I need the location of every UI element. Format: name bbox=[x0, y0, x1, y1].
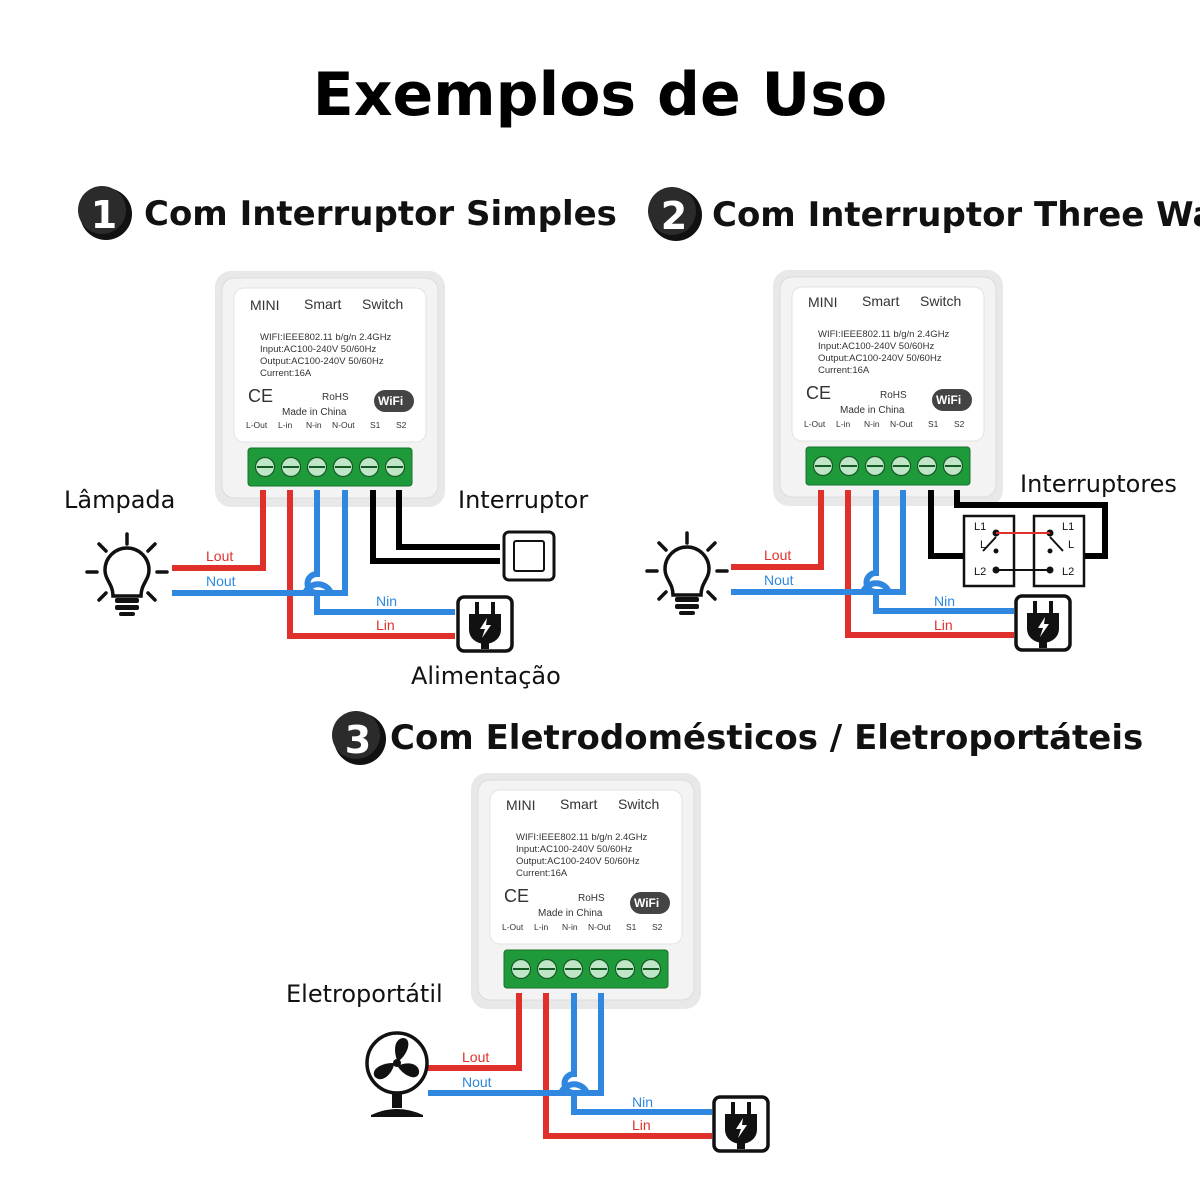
fan-icon bbox=[365, 1031, 429, 1117]
wire-label-nin-2: Nin bbox=[934, 593, 955, 609]
threeway-label-l2-a: L2 bbox=[974, 566, 986, 578]
device-head-mini: MINI bbox=[250, 297, 280, 313]
device-head-mini: MINI bbox=[808, 294, 838, 310]
device-head-smart: Smart bbox=[862, 293, 899, 309]
device-spec-wifi: WIFI:IEEE802.11 b/g/n 2.4GHz bbox=[818, 329, 950, 340]
section-3-badge: 3 bbox=[332, 711, 386, 765]
device-spec-current: Current:16A bbox=[260, 368, 312, 379]
terminal-label-nin: N-in bbox=[306, 420, 322, 430]
threeway-label-l1-a: L1 bbox=[974, 521, 986, 533]
terminal-label-lout: L-Out bbox=[246, 420, 268, 430]
power-plug-icon bbox=[456, 595, 514, 653]
terminal-label-nin: N-in bbox=[864, 419, 880, 429]
smart-switch-device-1: MINI Smart Switch WIFI:IEEE802.11 b/g/n … bbox=[214, 270, 446, 508]
page-title: Exemplos de Uso bbox=[313, 60, 887, 130]
ce-mark: CE bbox=[806, 383, 831, 403]
section-1-badge: 1 bbox=[78, 186, 132, 240]
wiring-2 bbox=[731, 490, 1108, 638]
section-2-title: Com Interruptor Three Way bbox=[712, 195, 1200, 235]
section-1-number: 1 bbox=[91, 193, 117, 237]
device-head-switch: Switch bbox=[362, 296, 403, 312]
threeway-label-l-a: L bbox=[980, 539, 986, 551]
section-3-number: 3 bbox=[345, 718, 371, 762]
power-plug-icon bbox=[1014, 594, 1072, 652]
terminal-label-nin: N-in bbox=[562, 922, 578, 932]
section-2-badge: 2 bbox=[648, 187, 702, 241]
wiring-3 bbox=[428, 993, 712, 1139]
device-head-switch: Switch bbox=[920, 293, 961, 309]
wire-label-lin-2: Lin bbox=[934, 617, 953, 633]
terminal-label-lout: L-Out bbox=[502, 922, 524, 932]
wire-label-lin-1: Lin bbox=[376, 617, 395, 633]
device-spec-current: Current:16A bbox=[818, 365, 870, 376]
threeway-label-l1-b: L1 bbox=[1062, 521, 1074, 533]
power-plug-icon bbox=[712, 1095, 770, 1153]
wall-switch-icon bbox=[502, 530, 556, 582]
terminal-label-s2: S2 bbox=[954, 419, 965, 429]
wire-label-nin-3: Nin bbox=[632, 1094, 653, 1110]
wire-label-lout-1: Lout bbox=[206, 548, 233, 564]
label-lampada: Lâmpada bbox=[64, 486, 175, 514]
wire-label-nin-1: Nin bbox=[376, 593, 397, 609]
wire-label-nout-3: Nout bbox=[462, 1074, 492, 1090]
made-in-china: Made in China bbox=[282, 407, 347, 418]
section-3-title: Com Eletrodomésticos / Eletroportáteis bbox=[390, 718, 1143, 758]
device-spec-output: Output:AC100-240V 50/60Hz bbox=[260, 356, 384, 367]
wifi-logo-icon: WiFi bbox=[634, 896, 659, 910]
device-spec-input: Input:AC100-240V 50/60Hz bbox=[260, 344, 376, 355]
threeway-label-l2-b: L2 bbox=[1062, 566, 1074, 578]
bulb-icon bbox=[85, 532, 169, 618]
device-spec-output: Output:AC100-240V 50/60Hz bbox=[818, 353, 942, 364]
terminal-label-lin: L-in bbox=[534, 922, 548, 932]
terminal-label-s1: S1 bbox=[370, 420, 381, 430]
device-spec-current: Current:16A bbox=[516, 868, 568, 879]
terminal-label-lout: L-Out bbox=[804, 419, 826, 429]
threeway-label-l-b: L bbox=[1068, 539, 1074, 551]
section-1-title: Com Interruptor Simples bbox=[144, 194, 617, 234]
device-spec-input: Input:AC100-240V 50/60Hz bbox=[818, 341, 934, 352]
rohs-mark: RoHS bbox=[880, 390, 907, 401]
device-head-smart: Smart bbox=[304, 296, 341, 312]
ce-mark: CE bbox=[248, 386, 273, 406]
label-interruptores: Interruptores bbox=[1020, 470, 1177, 498]
smart-switch-device-2: MINI Smart Switch WIFI:IEEE802.11 b/g/n … bbox=[772, 269, 1004, 507]
label-eletroportatil: Eletroportátil bbox=[286, 980, 443, 1008]
terminal-label-s1: S1 bbox=[626, 922, 637, 932]
label-alimentacao: Alimentação bbox=[411, 662, 561, 690]
device-head-smart: Smart bbox=[560, 796, 597, 812]
terminal-label-s2: S2 bbox=[652, 922, 663, 932]
bulb-icon bbox=[645, 531, 729, 617]
wiring-1 bbox=[172, 490, 500, 639]
wifi-logo-icon: WiFi bbox=[378, 394, 403, 408]
device-spec-output: Output:AC100-240V 50/60Hz bbox=[516, 856, 640, 867]
wire-label-lin-3: Lin bbox=[632, 1117, 651, 1133]
wire-label-lout-2: Lout bbox=[764, 547, 791, 563]
terminal-label-nout: N-Out bbox=[332, 420, 355, 430]
wire-label-lout-3: Lout bbox=[462, 1049, 489, 1065]
device-spec-wifi: WIFI:IEEE802.11 b/g/n 2.4GHz bbox=[516, 832, 648, 843]
rohs-mark: RoHS bbox=[578, 893, 605, 904]
made-in-china: Made in China bbox=[538, 908, 603, 919]
wire-label-nout-2: Nout bbox=[764, 572, 794, 588]
device-spec-wifi: WIFI:IEEE802.11 b/g/n 2.4GHz bbox=[260, 332, 392, 343]
terminal-label-lin: L-in bbox=[278, 420, 292, 430]
section-2-number: 2 bbox=[661, 194, 687, 238]
terminal-label-s2: S2 bbox=[396, 420, 407, 430]
threeway-switches: L1 L L2 L1 L L2 bbox=[962, 514, 1086, 588]
terminal-label-s1: S1 bbox=[928, 419, 939, 429]
ce-mark: CE bbox=[504, 886, 529, 906]
terminal-label-nout: N-Out bbox=[890, 419, 913, 429]
label-interruptor: Interruptor bbox=[458, 486, 588, 514]
device-head-switch: Switch bbox=[618, 796, 659, 812]
terminal-label-nout: N-Out bbox=[588, 922, 611, 932]
terminal-label-lin: L-in bbox=[836, 419, 850, 429]
rohs-mark: RoHS bbox=[322, 392, 349, 403]
smart-switch-device-3: MINI Smart Switch WIFI:IEEE802.11 b/g/n … bbox=[470, 772, 702, 1010]
wifi-logo-icon: WiFi bbox=[936, 393, 961, 407]
made-in-china: Made in China bbox=[840, 405, 905, 416]
device-spec-input: Input:AC100-240V 50/60Hz bbox=[516, 844, 632, 855]
wire-label-nout-1: Nout bbox=[206, 573, 236, 589]
device-head-mini: MINI bbox=[506, 797, 536, 813]
